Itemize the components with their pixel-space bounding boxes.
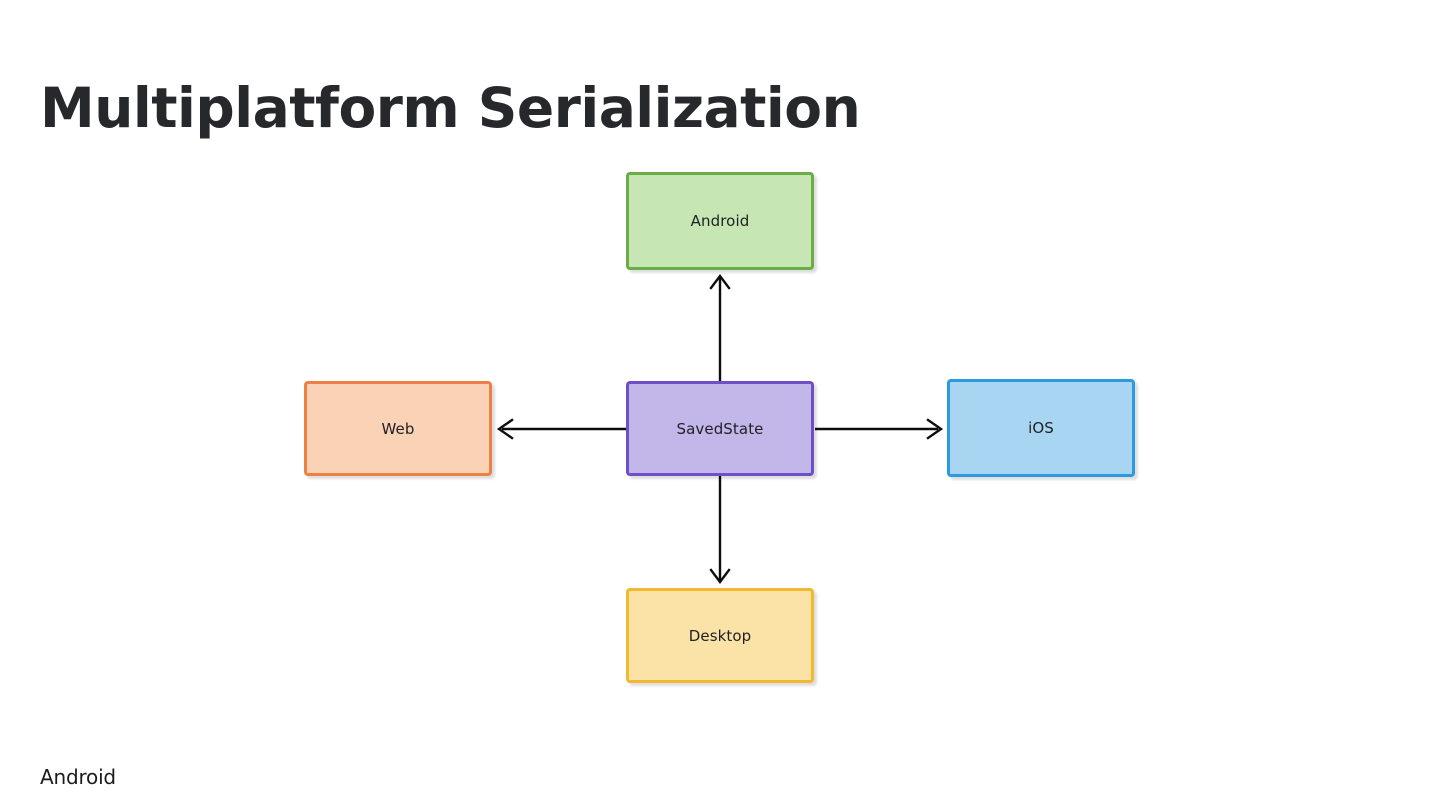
page-title: Multiplatform Serialization xyxy=(40,76,861,140)
node-desktop-label: Desktop xyxy=(688,626,752,645)
edge-savedstate-android xyxy=(709,274,731,381)
node-ios[interactable]: iOS xyxy=(947,379,1135,477)
node-android-label: Android xyxy=(690,212,750,230)
node-android[interactable]: Android xyxy=(626,172,814,270)
node-desktop[interactable]: Desktop xyxy=(626,588,814,683)
edge-savedstate-web xyxy=(496,418,626,440)
node-web-label: Web xyxy=(381,419,415,438)
node-savedstate[interactable]: SavedState xyxy=(626,381,814,476)
footer-brand-label: Android xyxy=(40,765,116,789)
node-savedstate-label: SavedState xyxy=(676,419,764,438)
edge-savedstate-ios xyxy=(815,418,944,440)
node-web[interactable]: Web xyxy=(304,381,492,476)
node-ios-label: iOS xyxy=(1028,419,1054,437)
edge-savedstate-desktop xyxy=(709,476,731,584)
